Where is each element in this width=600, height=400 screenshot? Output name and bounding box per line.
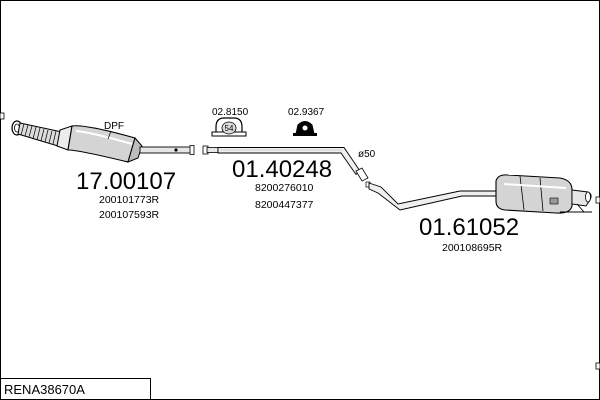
middle-pipe-component[interactable] <box>202 145 371 188</box>
edge-marker-left <box>0 112 5 120</box>
dpf-ref-2: 200107593R <box>99 209 160 221</box>
clamp-component[interactable]: 54 <box>211 117 247 137</box>
kit-code: RENA38670A <box>4 382 85 397</box>
clamp-size-badge <box>221 121 237 135</box>
rear-pipe <box>368 182 497 211</box>
clamp-size-label: 54 <box>225 124 234 133</box>
dpf-label: DPF <box>104 121 124 132</box>
dpf-part-number: 17.00107 <box>76 168 176 195</box>
rear-silencer-box <box>495 174 573 214</box>
middle-pipe-ref-2: 8200447377 <box>255 199 314 211</box>
rear-silencer-part-number: 01.61052 <box>419 214 519 241</box>
middle-pipe-part-number: 01.40248 <box>232 156 332 183</box>
dpf-component[interactable] <box>11 120 195 163</box>
clamp-part-number: 02.8150 <box>212 107 249 118</box>
dpf-outlet-pipe <box>139 146 193 154</box>
dpf-label-leader <box>107 130 112 140</box>
diameter-label: ø50 <box>358 149 376 160</box>
rear-silencer-component[interactable] <box>368 174 592 214</box>
edge-marker-right <box>595 196 600 204</box>
edge-marker-right-bottom <box>595 362 600 370</box>
mount-part-number: 02.9367 <box>288 107 325 118</box>
mount-component[interactable] <box>293 121 317 137</box>
rear-silencer-ref-1: 200108695R <box>442 242 503 254</box>
middle-pipe-ref-1: 8200276010 <box>255 182 314 194</box>
dpf-ref-1: 200101773R <box>99 194 160 206</box>
